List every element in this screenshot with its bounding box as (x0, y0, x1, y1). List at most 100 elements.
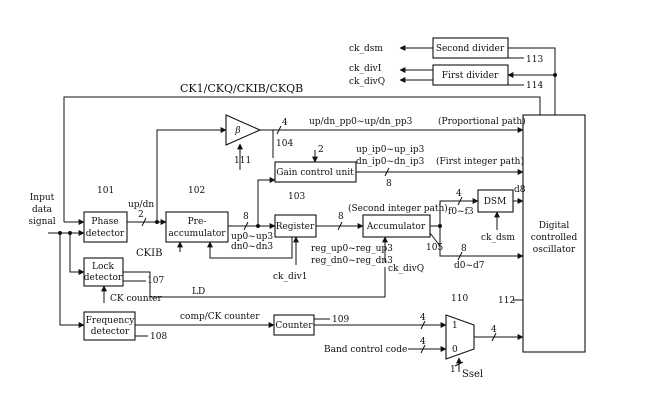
label-up-dn: up/dn (128, 200, 154, 210)
dco-label-2: controlled (531, 233, 578, 243)
reference-numbers: 101 102 103 104 105 107 108 109 110 111 … (97, 55, 543, 342)
label-ck-div-i: ck_divI (349, 64, 382, 74)
label-d0-d7: d0~d7 (454, 261, 485, 271)
first-divider-label: First divider (442, 71, 499, 81)
bus-slashes (141, 125, 497, 367)
wires (48, 45, 556, 372)
label-ck-dsm-out: ck_dsm (349, 44, 383, 54)
label-ck-bus: CK1/CKQ/CKIB/CKQB (180, 82, 303, 95)
frequency-detector-block: Frequency detector (83, 311, 136, 341)
register-label: Register (276, 222, 315, 232)
ref-108: 108 (150, 332, 167, 342)
label-dn-ip: dn_ip0~dn_ip3 (356, 157, 425, 167)
bus-width-ip: 8 (386, 179, 392, 189)
bus-width-reg: 8 (338, 212, 344, 222)
lock-detector-label-2: detector (84, 273, 123, 283)
label-up-n: up0~up3 (231, 232, 273, 242)
ref-112: 112 (498, 296, 515, 306)
bus-width-d: 8 (461, 244, 467, 254)
dco-label-1: Digital (539, 221, 570, 231)
mux-input-1: 1 (452, 321, 458, 331)
reference-leaders (123, 57, 524, 337)
phase-detector-block: Phase detector (83, 211, 128, 243)
label-second-integer-path: (Second integer path) (348, 203, 448, 214)
dco-block: Digital controlled oscillator (522, 114, 586, 353)
junction-dot (58, 231, 62, 235)
bus-width-mux: 4 (491, 325, 497, 335)
junction-dot (438, 224, 442, 228)
ref-101: 101 (97, 186, 114, 196)
label-comp-ck-counter: comp/CK counter (180, 312, 260, 322)
label-ck-div1: ck_div1 (273, 272, 307, 282)
lock-detector-block: Lock detector (83, 257, 124, 287)
wire-ck-bus (63, 96, 541, 222)
ref-109: 109 (332, 315, 349, 325)
second-divider-label: Second divider (436, 44, 505, 54)
pre-accumulator-block: Pre- accumulator (165, 211, 229, 243)
gain-control-label: Gain control unit (276, 168, 354, 178)
bus-width-f: 4 (456, 189, 462, 199)
label-input-line-3: signal (28, 217, 55, 227)
accumulator-block: Accumulator (362, 214, 431, 238)
label-f0-f3: f0~f3 (448, 207, 474, 217)
junction-dot (256, 224, 260, 228)
ref-103: 103 (288, 192, 305, 202)
bus-width-band: 4 (420, 337, 426, 347)
ref-105: 105 (426, 243, 443, 253)
dco-label-3: oscillator (533, 245, 576, 255)
lock-detector-label-1: Lock (92, 262, 114, 272)
register-block: Register (274, 214, 317, 238)
wire-input-to-ld (69, 233, 85, 275)
wire-dco-to-second-divider (508, 47, 556, 115)
bus-width-gain: 2 (318, 145, 324, 155)
bus-width-pre: 8 (243, 212, 249, 222)
ref-114: 114 (526, 81, 543, 91)
bus-width-pp: 4 (282, 118, 288, 128)
label-up-dn-pp: up/dn_pp0~up/dn_pp3 (309, 117, 413, 127)
label-input-line-2: data (32, 205, 53, 215)
wire-acc-to-dsm (439, 198, 479, 226)
bus-width-updn: 2 (138, 210, 144, 220)
bus-width-cnt: 4 (420, 313, 426, 323)
ref-111: 111 (234, 156, 251, 166)
dsm-label: DSM (484, 197, 507, 207)
pre-accumulator-label-1: Pre- (188, 217, 207, 227)
label-band-control-code: Band control code (324, 345, 407, 355)
bus-width-sel: 1 (450, 365, 456, 375)
label-ld: LD (192, 287, 205, 297)
label-ck-dsm-in: ck_dsm (481, 233, 515, 243)
label-reg-dn: reg_dn0~reg_dn3 (311, 256, 393, 266)
label-ck-counter: CK counter (110, 294, 162, 304)
label-d8: d8 (514, 185, 526, 195)
wire-to-beta (156, 127, 227, 222)
first-divider-block: First divider (432, 64, 509, 86)
junction-dot (68, 231, 72, 235)
wire-ld-out (123, 267, 386, 298)
mux-block: 1 0 (445, 314, 475, 360)
label-ck-div-q-acc: ck_divQ (388, 264, 424, 274)
counter-label: Counter (275, 321, 313, 331)
signal-labels: ck_dsm ck_divI ck_divQ CK1/CKQ/CKIB/CKQB… (28, 44, 525, 380)
beta-label: β (234, 126, 240, 136)
label-proportional-path: (Proportional path) (438, 116, 526, 127)
accumulator-label: Accumulator (366, 222, 426, 232)
ref-107: 107 (147, 276, 164, 286)
frequency-detector-label-2: detector (91, 327, 130, 337)
junction-dot (553, 73, 557, 77)
frequency-detector-label-1: Frequency (86, 316, 136, 326)
ref-113: 113 (526, 55, 543, 65)
label-ck-div-q: ck_divQ (349, 77, 385, 87)
beta-amplifier: β (225, 114, 262, 146)
pre-accumulator-label-2: accumulator (168, 229, 226, 239)
ref-102: 102 (188, 186, 205, 196)
label-reg-up: reg_up0~reg_up3 (311, 244, 393, 254)
wire-preacc-up-to-gain (257, 177, 276, 226)
ref-110: 110 (451, 294, 468, 304)
mux-input-0: 0 (452, 345, 458, 355)
dsm-block: DSM (477, 189, 514, 213)
ref-104: 104 (276, 139, 293, 149)
phase-detector-label-2: detector (86, 229, 125, 239)
phase-detector-label-1: Phase (91, 217, 118, 227)
second-divider-block: Second divider (432, 37, 509, 59)
